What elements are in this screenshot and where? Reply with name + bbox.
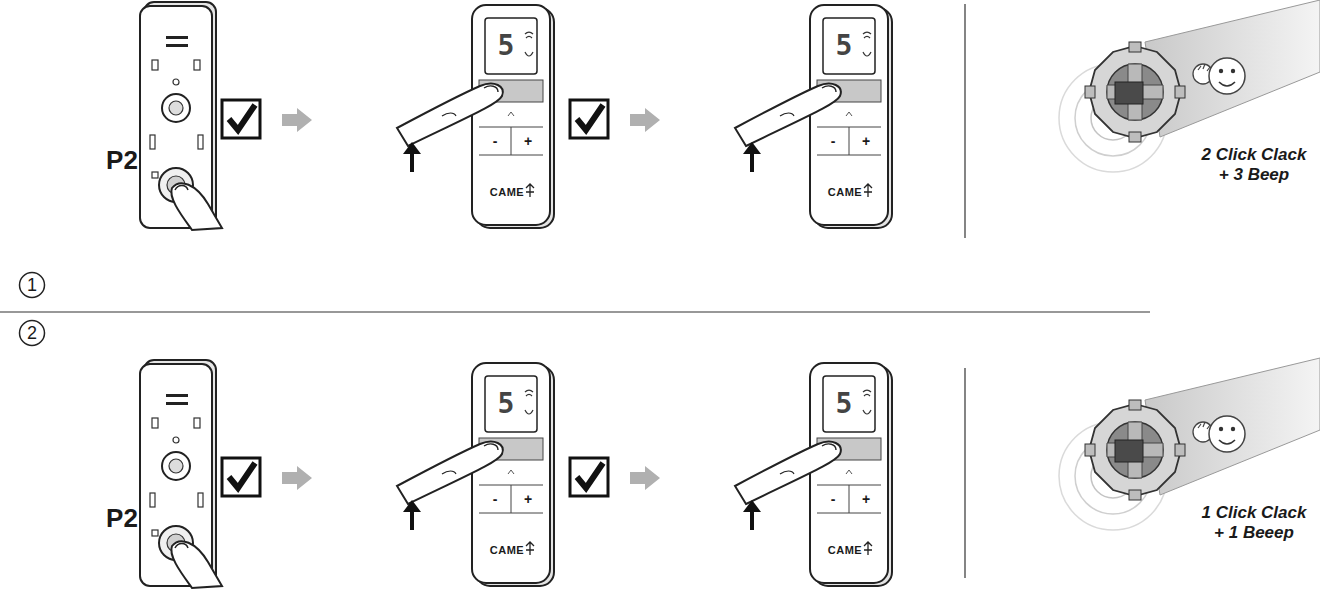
button-symbol: - [831, 134, 836, 148]
button-symbol: - [493, 492, 498, 506]
divider-line [0, 311, 1150, 312]
display-digit: 5 [498, 390, 515, 418]
part-label: P2 [106, 505, 138, 531]
button-symbol: + [524, 134, 532, 148]
callout-circle [20, 273, 45, 298]
button-symbol: - [831, 492, 836, 506]
button-symbol: + [524, 492, 532, 506]
part-label: P2 [106, 147, 138, 173]
step-row [140, 358, 1320, 588]
brand-logo: CAME [828, 187, 862, 198]
callout-number: 2 [27, 324, 37, 342]
brand-logo: CAME [828, 545, 862, 556]
signal-note: 2 Click Clack + 3 Beep [1195, 145, 1313, 184]
button-symbol: + [862, 492, 870, 506]
step-row [140, 0, 1320, 238]
display-digit: 5 [836, 32, 853, 60]
display-digit: 5 [836, 390, 853, 418]
callout-circle [20, 321, 45, 346]
brand-logo: CAME [490, 187, 524, 198]
button-symbol: - [493, 134, 498, 148]
callout-number: 1 [27, 276, 37, 294]
display-digit: 5 [498, 32, 515, 60]
brand-logo: CAME [490, 545, 524, 556]
signal-note: 1 Click Clack + 1 Beeep [1195, 503, 1313, 542]
button-symbol: + [862, 134, 870, 148]
